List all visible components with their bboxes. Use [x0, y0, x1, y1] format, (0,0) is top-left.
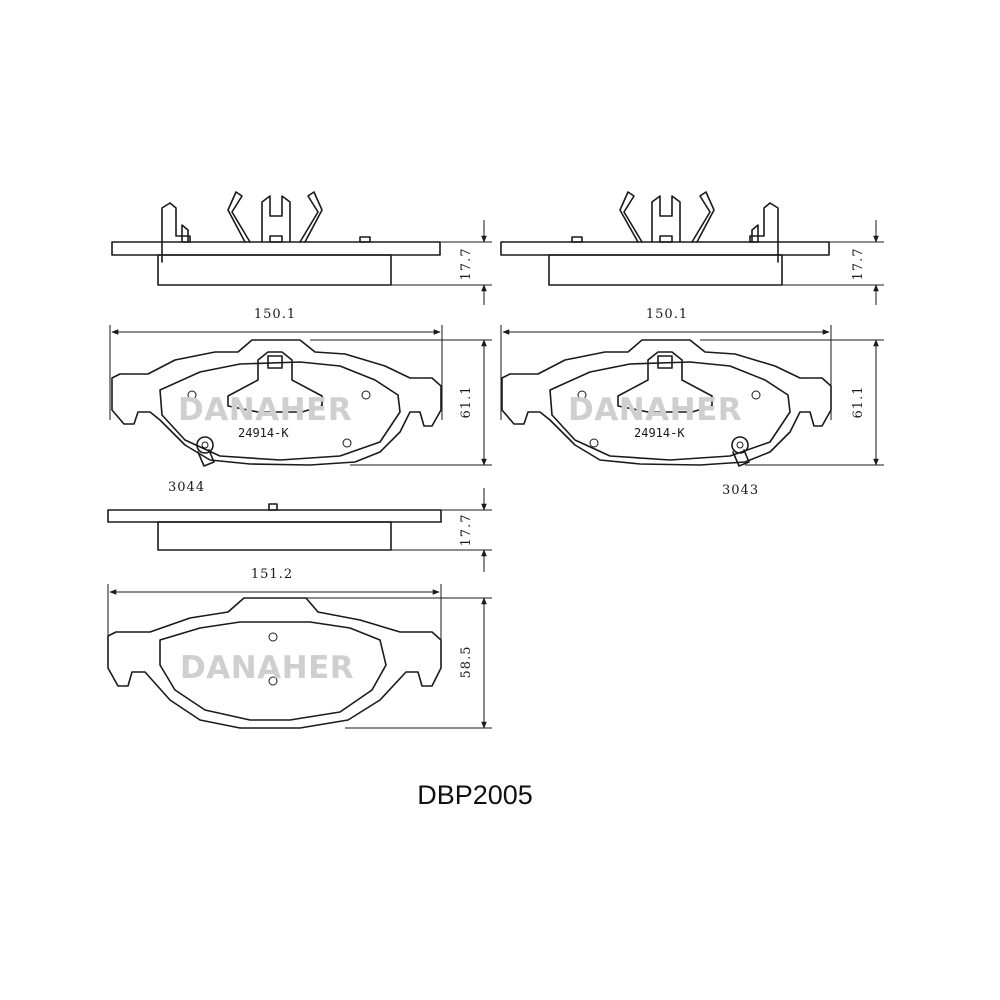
right-pad-code: 24914-K — [634, 426, 685, 440]
inner-height-label: 58.5 — [459, 646, 474, 679]
left-pad-watermark: DANAHER — [178, 392, 352, 428]
inner-pad-side-view — [107, 503, 442, 551]
inner-thickness-dimension: 17.7 — [391, 488, 492, 572]
inner-width-label: 151.2 — [251, 567, 293, 582]
right-pad-watermark: DANAHER — [568, 392, 742, 428]
right-pad-side-view — [500, 191, 830, 286]
model-number: DBP2005 — [417, 780, 533, 810]
right-width-dimension: 150.1 — [500, 307, 832, 420]
right-thickness-dimension: 17.7 — [782, 220, 884, 305]
left-thickness-label: 17.7 — [459, 248, 474, 281]
inner-pad-face-view: DANAHER — [107, 597, 442, 729]
left-height-label: 61.1 — [459, 386, 474, 419]
right-thickness-label: 17.7 — [851, 248, 866, 281]
left-pad-face-view: DANAHER 24914-K — [111, 339, 442, 467]
left-pad-code: 24914-K — [238, 426, 289, 440]
left-thickness-dimension: 17.7 — [391, 220, 492, 305]
inner-thickness-label: 17.7 — [459, 514, 474, 547]
inner-height-dimension: 58.5 — [300, 597, 492, 729]
right-width-label: 150.1 — [646, 307, 688, 322]
right-part-number: 3043 — [722, 483, 759, 498]
inner-width-dimension: 151.2 — [107, 567, 442, 660]
right-pad-face-view: DANAHER 24914-K — [501, 339, 832, 467]
left-width-label: 150.1 — [254, 307, 296, 322]
left-part-number: 3044 — [168, 480, 205, 495]
left-width-dimension: 150.1 — [109, 307, 443, 420]
right-height-dimension: 61.1 — [700, 339, 884, 466]
left-pad-side-view — [111, 191, 441, 286]
inner-pad-watermark: DANAHER — [180, 650, 354, 686]
left-height-dimension: 61.1 — [310, 339, 492, 466]
right-height-label: 61.1 — [851, 386, 866, 419]
